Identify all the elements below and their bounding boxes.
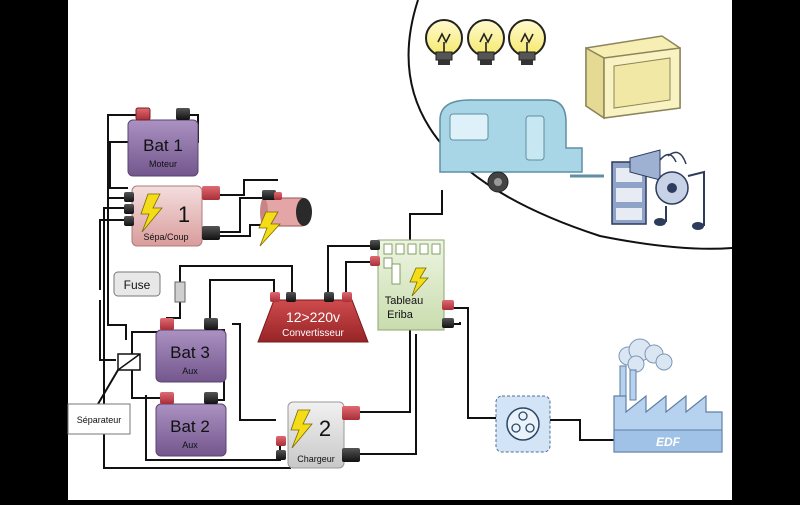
wiring — [97, 114, 618, 469]
terminal — [324, 292, 334, 302]
terminal — [370, 256, 380, 266]
light-bulb-icon — [467, 19, 505, 65]
converter-sub: Convertisseur — [282, 328, 344, 339]
mains-socket[interactable] — [495, 395, 551, 453]
terminal — [342, 406, 360, 420]
fuse[interactable]: Fuse — [113, 271, 186, 303]
positive-terminal — [160, 392, 174, 404]
separator-label-box: Séparateur — [67, 403, 131, 435]
separator-relay-symbol — [117, 353, 141, 371]
charger-2[interactable]: 2 Chargeur — [276, 401, 360, 469]
terminal — [286, 292, 296, 302]
smoke-icon — [618, 338, 673, 373]
terminal — [124, 216, 134, 226]
multimedia-icon — [611, 149, 705, 230]
terminal — [124, 192, 134, 202]
terminal — [442, 300, 454, 310]
starter-motor-icon — [258, 190, 312, 247]
edf-label: EDF — [656, 435, 681, 449]
battery-3-sub: Aux — [182, 366, 198, 376]
terminal — [202, 186, 220, 200]
panel-switches — [383, 243, 441, 285]
caravan-boundary-arc — [407, 0, 733, 250]
light-bulb-icons — [425, 19, 546, 65]
panel-eriba[interactable]: Tableau Eriba — [370, 239, 454, 331]
battery-1[interactable]: Bat 1 Moteur — [127, 107, 199, 177]
positive-terminal — [160, 318, 174, 330]
caravan-icon — [439, 99, 604, 193]
panel-line-1: Tableau — [385, 295, 424, 307]
battery-1-title: Bat 1 — [143, 136, 183, 155]
panel-line-2: Eriba — [387, 309, 414, 321]
battery-3[interactable]: Bat 3 Aux — [155, 318, 227, 383]
tv-icon — [585, 35, 681, 120]
separator-label: Séparateur — [77, 415, 122, 425]
terminal — [342, 448, 360, 462]
lightning-icon — [409, 267, 429, 297]
terminal — [276, 436, 286, 446]
battery-1-sub: Moteur — [149, 159, 177, 169]
terminal — [124, 204, 134, 214]
terminal — [342, 292, 352, 302]
positive-terminal — [135, 107, 151, 121]
battery-2-sub: Aux — [182, 440, 198, 450]
battery-2-title: Bat 2 — [170, 417, 210, 436]
terminal — [276, 450, 286, 460]
light-bulb-icon — [425, 19, 463, 65]
separator-coupler-1[interactable]: 1 Sépa/Coup — [124, 185, 220, 247]
lightning-icon — [290, 409, 313, 449]
terminal — [442, 318, 454, 328]
charger-label: Chargeur — [297, 454, 335, 464]
terminal — [370, 240, 380, 250]
converter-12-220v[interactable]: 12>220v Convertisseur — [257, 292, 369, 343]
negative-terminal — [204, 392, 218, 404]
separator-coupler-label: Sépa/Coup — [143, 232, 188, 242]
fuse-element — [174, 281, 186, 303]
converter-title: 12>220v — [286, 309, 340, 325]
negative-terminal — [204, 318, 218, 330]
terminal — [202, 226, 220, 240]
battery-2[interactable]: Bat 2 Aux — [155, 392, 227, 457]
lightning-icon — [258, 211, 281, 247]
fuse-label: Fuse — [124, 278, 151, 292]
light-bulb-icon — [508, 19, 546, 65]
terminal — [270, 292, 280, 302]
battery-3-title: Bat 3 — [170, 343, 210, 362]
charger-number: 2 — [319, 416, 331, 441]
edf-power-plant: EDF — [613, 338, 723, 453]
lightning-icon — [140, 193, 163, 233]
separator-coupler-number: 1 — [178, 202, 190, 227]
negative-terminal — [176, 108, 190, 120]
